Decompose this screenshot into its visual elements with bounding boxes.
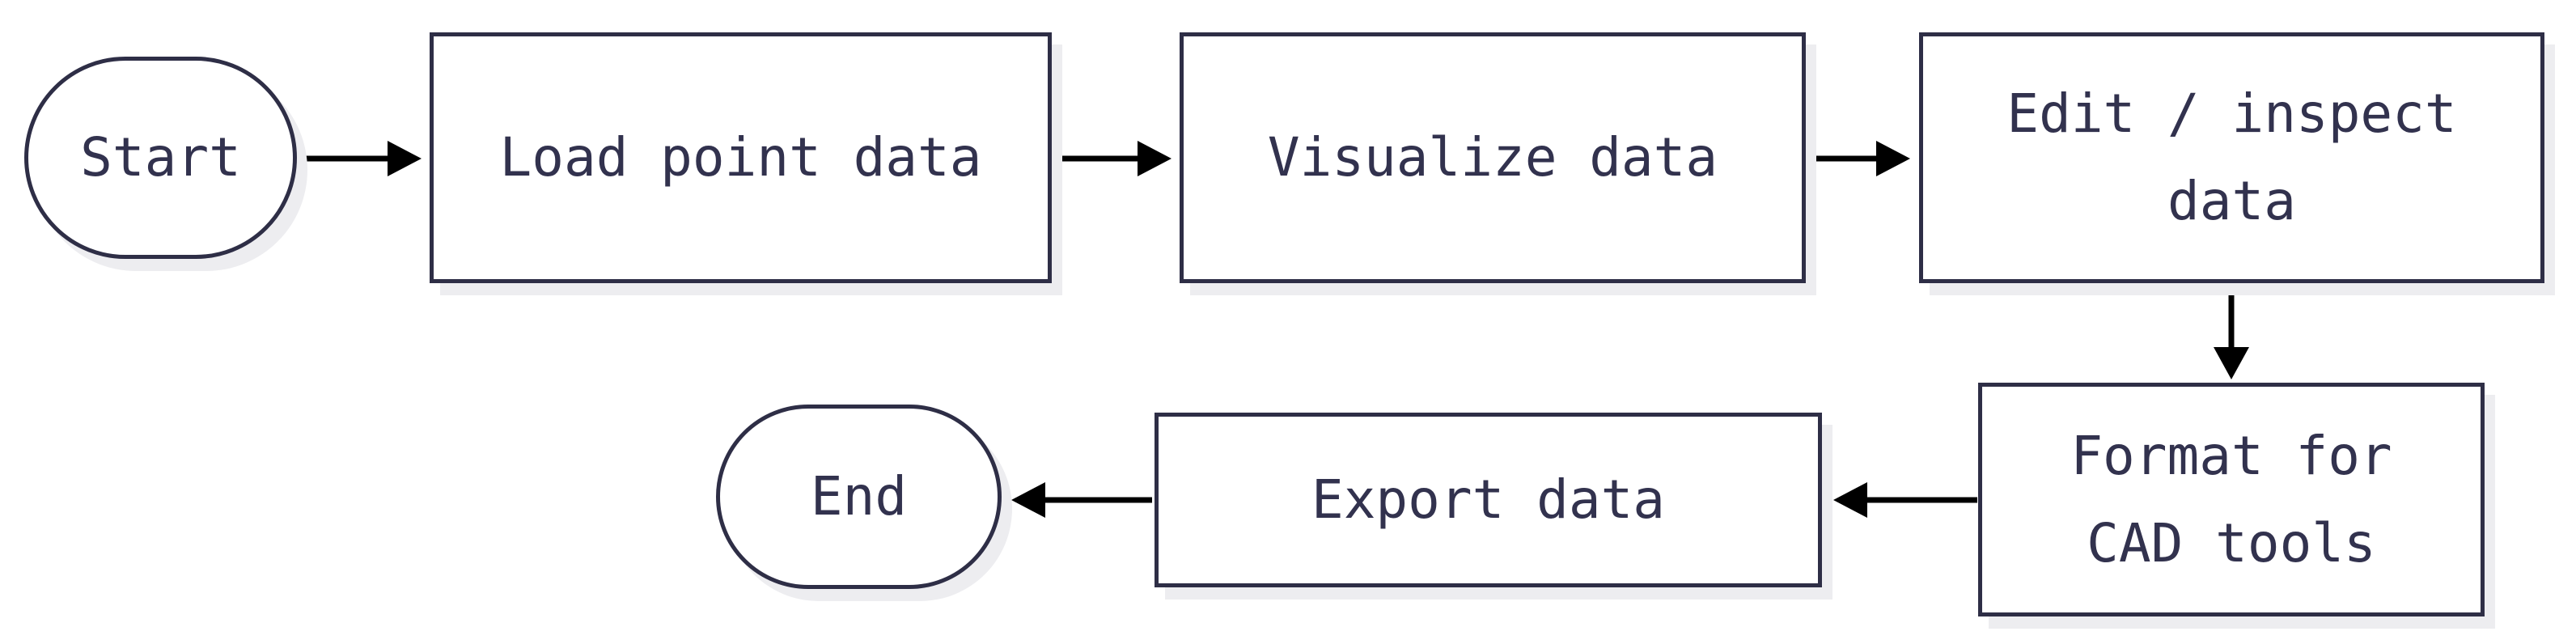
node-end-label: End: [810, 465, 908, 527]
arrowhead-right-icon: [388, 141, 422, 176]
node-export-data: Export data: [1155, 413, 1822, 587]
node-start: Start: [24, 57, 297, 259]
node-format-for-cad-tools-label: Format for CAD tools: [2070, 424, 2392, 574]
edge-export-to-end: [1011, 482, 1152, 518]
node-edit-inspect-data: Edit / inspect data: [1919, 32, 2544, 283]
node-load-point-data-label: Load point data: [499, 126, 982, 189]
edge-edit-to-format: [2214, 285, 2249, 379]
arrowhead-right-icon: [1138, 141, 1171, 176]
arrowhead-left-icon: [1011, 482, 1045, 518]
node-start-label: Start: [80, 126, 241, 189]
edge-visualize-to-edit: [1811, 141, 1910, 176]
arrowhead-down-icon: [2214, 347, 2249, 379]
arrowhead-left-icon: [1833, 482, 1867, 518]
arrowhead-right-icon: [1876, 141, 1910, 176]
edge-start-to-load: [299, 141, 422, 176]
node-visualize-data: Visualize data: [1180, 32, 1806, 283]
node-load-point-data: Load point data: [430, 32, 1052, 283]
node-end: End: [716, 405, 1002, 589]
node-visualize-data-label: Visualize data: [1267, 126, 1718, 189]
edge-load-to-visualize: [1054, 141, 1171, 176]
node-export-data-label: Export data: [1311, 468, 1666, 531]
node-format-for-cad-tools: Format for CAD tools: [1978, 383, 2485, 616]
edge-format-to-export: [1833, 482, 1977, 518]
node-edit-inspect-data-label: Edit / inspect data: [2006, 83, 2457, 232]
